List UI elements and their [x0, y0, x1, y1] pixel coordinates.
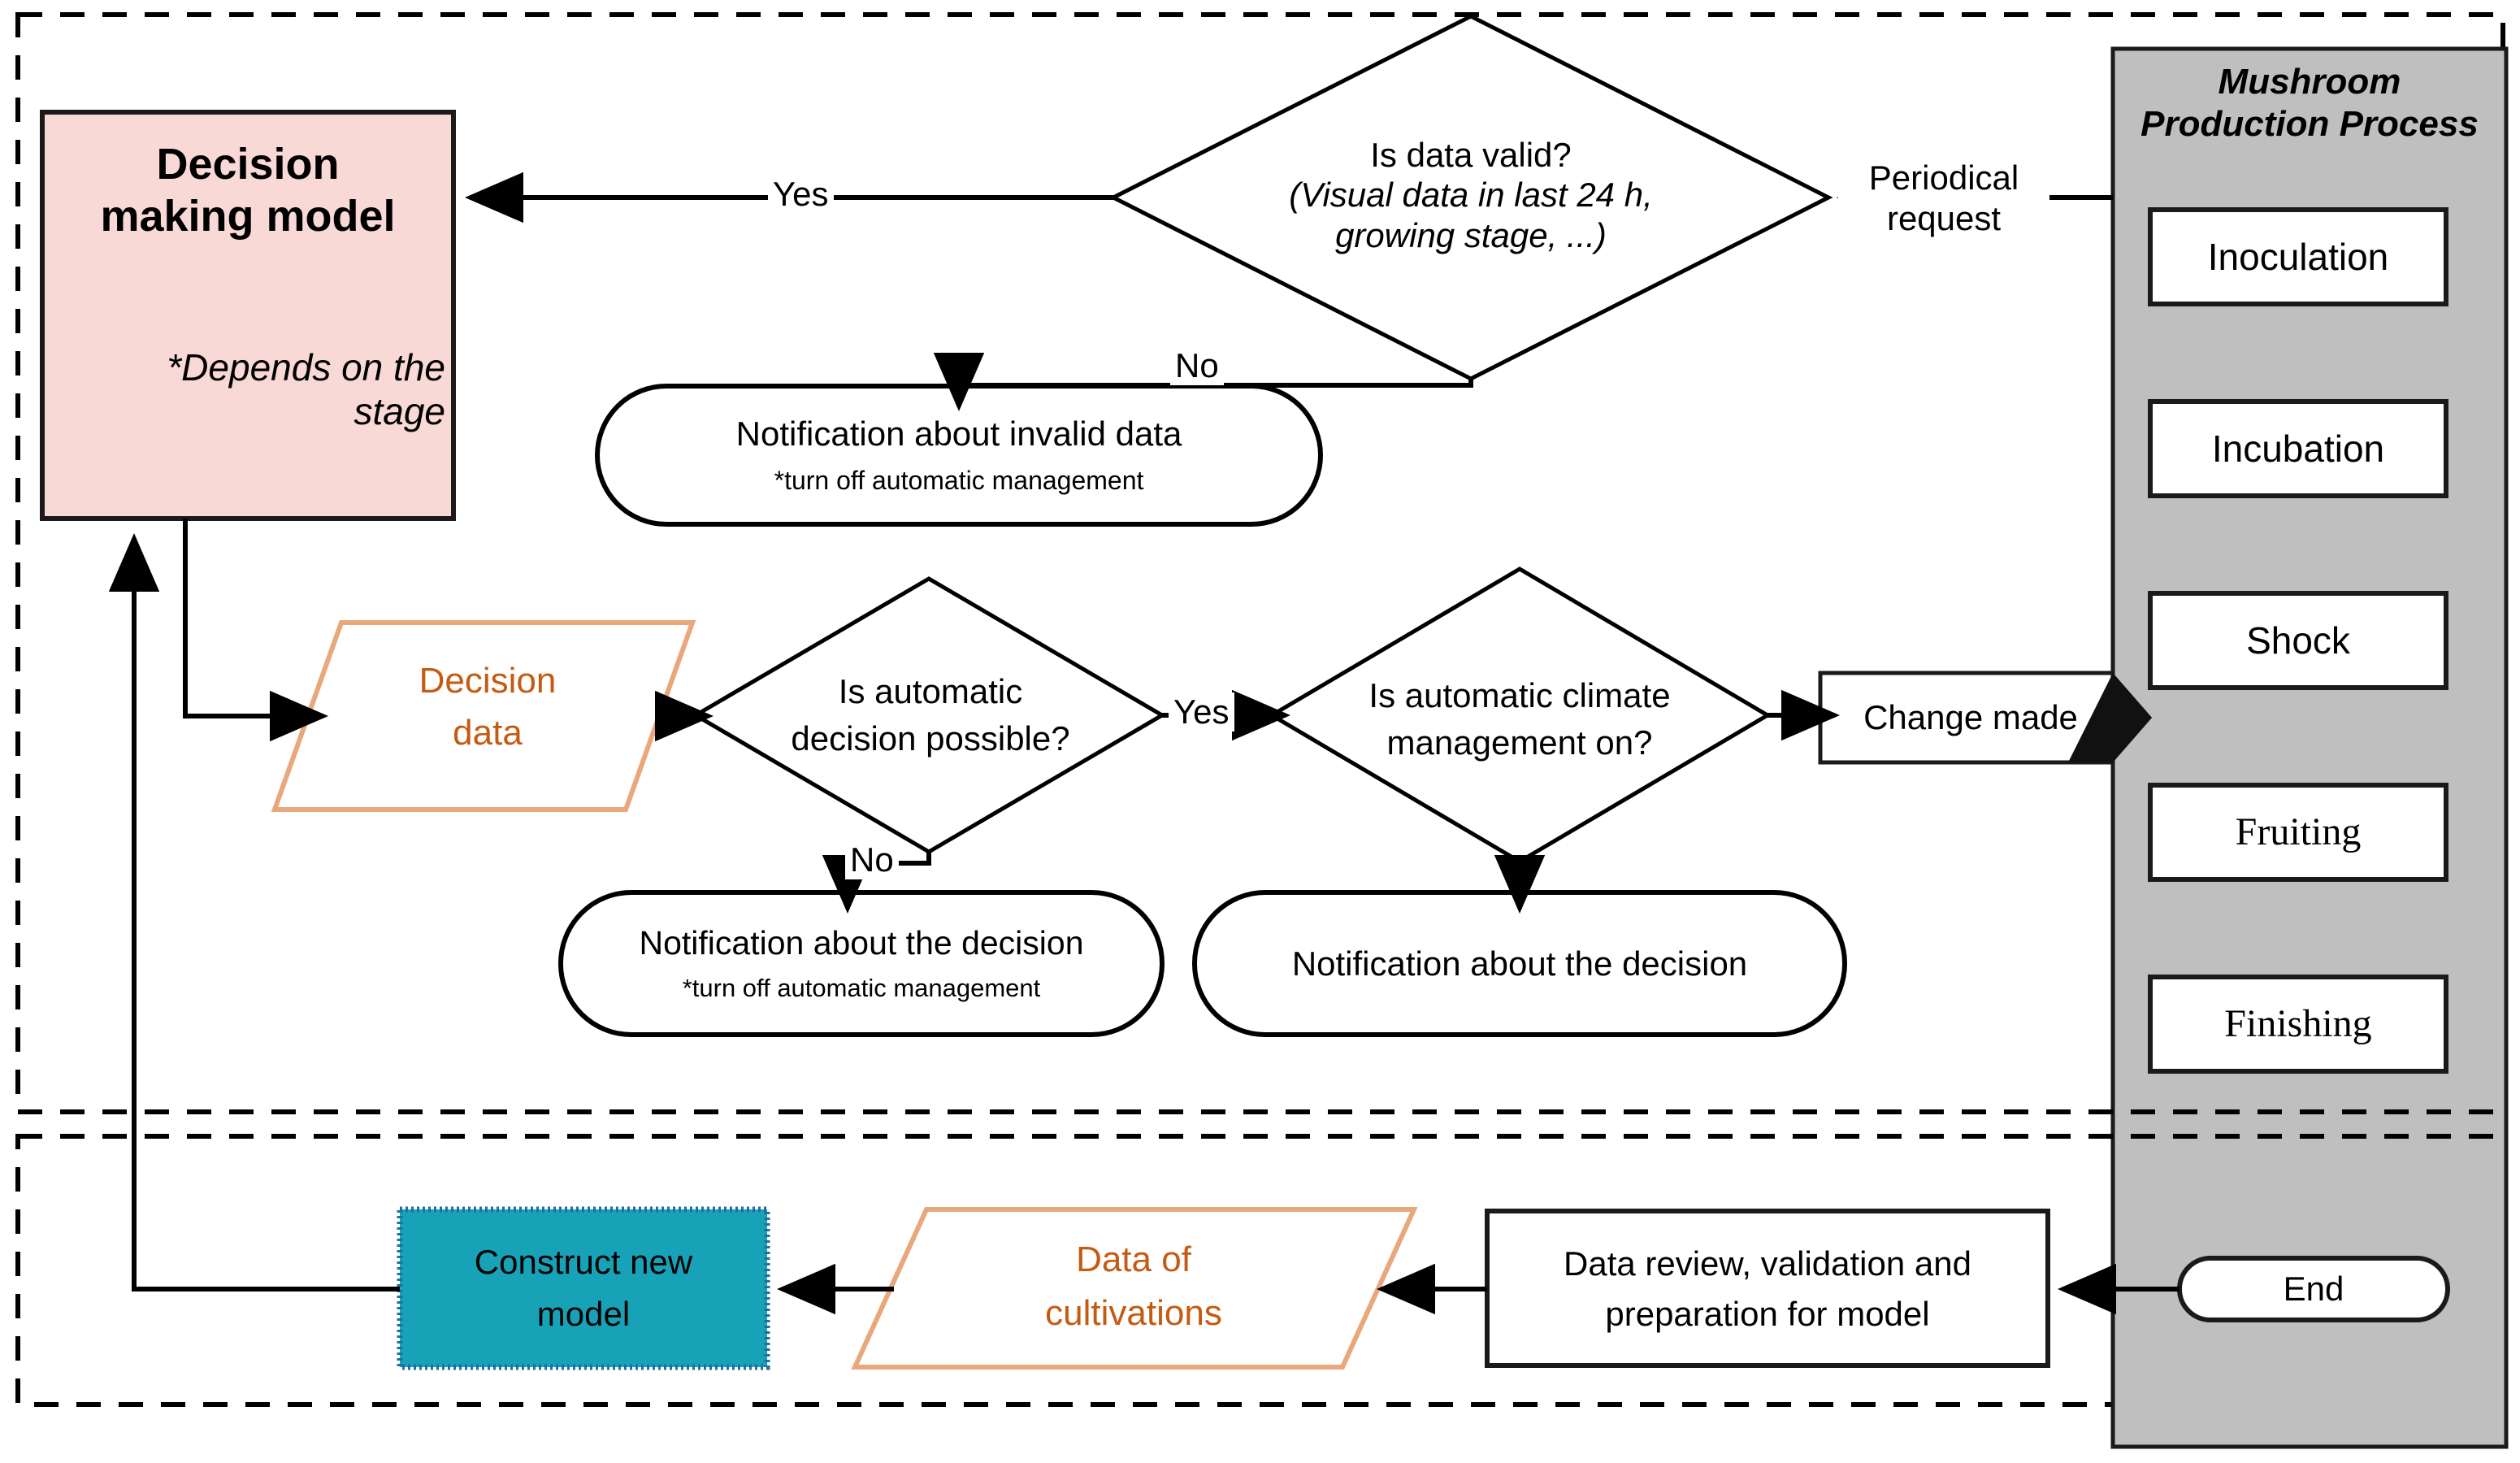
construct-new-model-shape[interactable] [397, 1206, 770, 1370]
data-of-cultivations-shape[interactable] [851, 1207, 1418, 1370]
decision-model-shape[interactable] [40, 110, 456, 521]
is-data-valid-shape[interactable] [1108, 14, 1833, 381]
stage-box-finishing[interactable] [2148, 975, 2448, 1074]
edge-no-to-notification-invalid [933, 353, 1473, 411]
edge-model-to-decision-data [183, 519, 328, 742]
stage-box-fruiting[interactable] [2148, 783, 2448, 882]
notification-decision-left-shape[interactable] [558, 890, 1165, 1037]
change-made-corner-fill [2068, 673, 2152, 762]
notification-decision-right-shape[interactable] [1192, 890, 1847, 1037]
notification-invalid-data-shape[interactable] [595, 384, 1323, 527]
stage-box-incubation[interactable] [2148, 399, 2448, 498]
is-automatic-climate-management-shape[interactable] [1268, 567, 1772, 864]
end-node-shape[interactable] [2177, 1256, 2450, 1322]
stage-box-inoculation[interactable] [2148, 207, 2448, 306]
edge-construct-model-to-decision-model [108, 533, 400, 1292]
decision-data-shape[interactable] [271, 620, 696, 812]
data-review-shape[interactable] [1485, 1209, 2050, 1368]
stage-box-shock[interactable] [2148, 591, 2448, 690]
change-made-shape[interactable] [1818, 671, 2115, 765]
is-automatic-decision-possible-shape[interactable] [692, 576, 1166, 854]
